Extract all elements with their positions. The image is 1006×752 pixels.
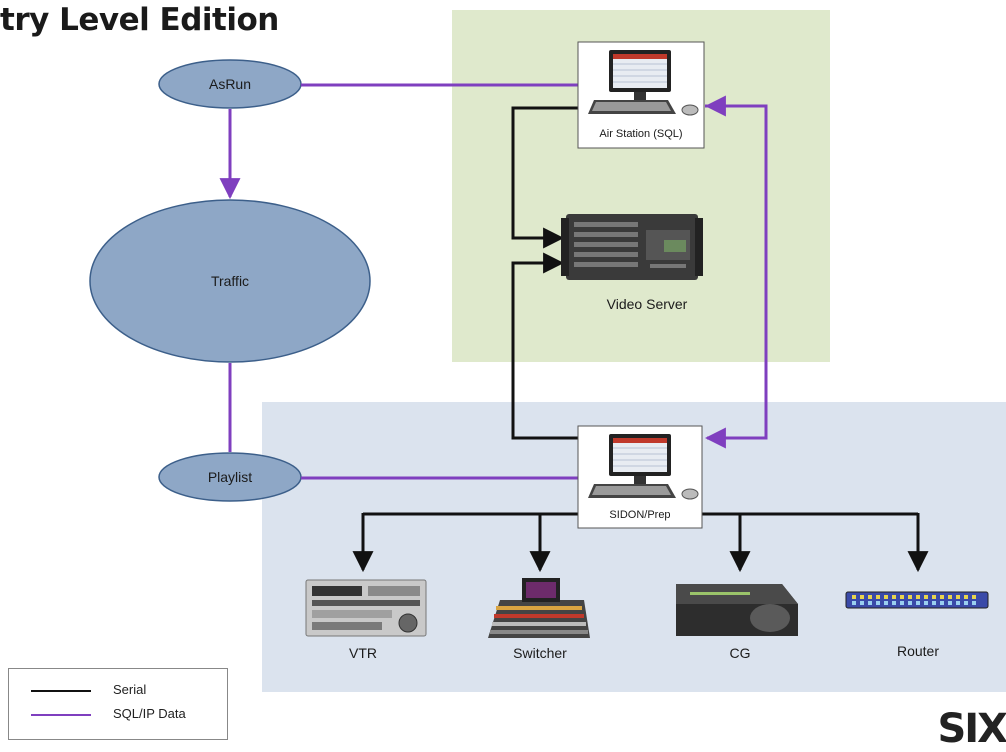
vtr-icon [305, 579, 427, 637]
cg-icon [676, 584, 798, 636]
corner-logo-fragment: SIX [937, 706, 1006, 752]
legend-sql-row: SQL/IP Data [9, 705, 227, 725]
vtr-label: VTR [349, 645, 377, 661]
playlist-label: Playlist [207, 469, 253, 485]
asrun-label: AsRun [208, 76, 252, 92]
air-sidon-sql-link [704, 104, 768, 449]
traffic-label: Traffic [210, 273, 250, 289]
video-server-icon [561, 214, 703, 280]
page-title: try Level Edition [0, 2, 279, 38]
sidon-label: SIDON/Prep [609, 509, 671, 521]
sidon-to-video-server-arrow [511, 252, 578, 440]
router-label: Router [896, 643, 940, 659]
switcher-label: Switcher [513, 645, 567, 661]
legend-sql-label: SQL/IP Data [113, 706, 186, 721]
router-icon [845, 591, 989, 609]
legend: Serial SQL/IP Data [8, 668, 228, 740]
legend-sql-swatch [31, 714, 91, 716]
switcher-icon [488, 578, 590, 638]
air-station-to-video-server-arrow [511, 106, 578, 249]
legend-serial-label: Serial [113, 682, 147, 697]
legend-serial-row: Serial [9, 681, 227, 701]
air-station-label: Air Station (SQL) [599, 128, 683, 140]
cg-label: CG [729, 645, 751, 661]
traffic-ellipse [89, 199, 371, 363]
video-server-label: Video Server [606, 296, 688, 312]
legend-serial-swatch [31, 690, 91, 692]
sidon-computer-icon [588, 434, 699, 500]
workflow-diagram [89, 41, 989, 638]
air-station-computer-icon [588, 50, 699, 116]
